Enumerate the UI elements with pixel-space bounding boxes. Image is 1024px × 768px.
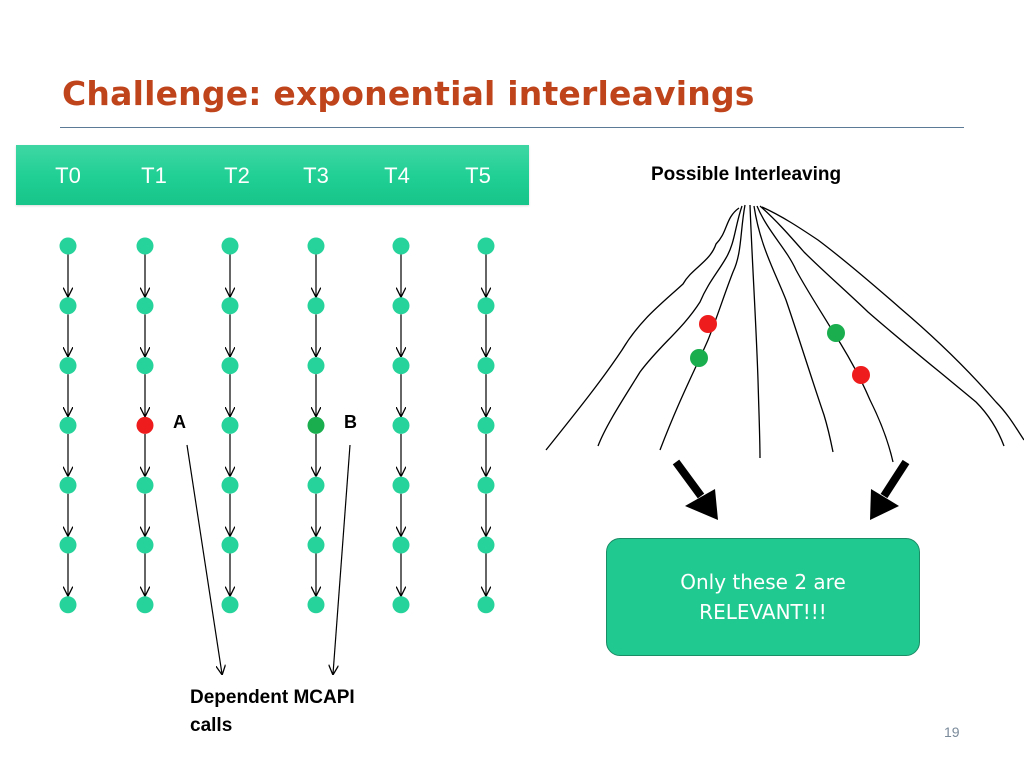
thread-node-t2-6 [221, 596, 239, 614]
thread-node-t5-6 [477, 596, 495, 614]
interleaving-path-2 [597, 205, 743, 447]
thread-node-t1-6 [136, 596, 154, 614]
thread-node-t4-3 [392, 416, 410, 434]
thread-label-t2: T2 [224, 163, 250, 188]
thread-node-t3-4 [307, 476, 325, 494]
interleaving-path-7 [759, 205, 1005, 447]
pointer-line-b [333, 444, 351, 674]
thread-node-t3-5 [307, 536, 325, 554]
event-a-label: A [173, 412, 186, 432]
thread-node-t0-5 [59, 536, 77, 554]
interleaving-path-1 [545, 207, 740, 451]
thread-node-t3-3 [307, 416, 325, 434]
interleaving-path-5 [753, 205, 834, 453]
thread-node-t1-0 [136, 237, 154, 255]
dependent-calls-line1: Dependent MCAPI [190, 687, 355, 708]
thread-node-t1-2 [136, 357, 154, 375]
possible-interleaving-title: Possible Interleaving [651, 164, 842, 185]
relevant-callout: Only these 2 are RELEVANT!!! [606, 538, 920, 656]
thread-label-t3: T3 [303, 163, 329, 188]
thread-node-t4-4 [392, 476, 410, 494]
arrow-down-right [672, 459, 705, 499]
thread-node-t1-5 [136, 536, 154, 554]
thread-header-bar: T0 T1 T2 T3 T4 T5 [16, 145, 529, 205]
pointer-line-a [186, 444, 222, 674]
thread-node-t1-3 [136, 416, 154, 434]
thread-node-t5-2 [477, 357, 495, 375]
interleaving-event-red-right [852, 366, 870, 384]
thread-node-t5-4 [477, 476, 495, 494]
arrow-down-right-head [685, 489, 718, 520]
thread-node-t2-2 [221, 357, 239, 375]
dependent-calls-label: Dependent MCAPI calls [190, 684, 355, 740]
arrow-down-left [880, 459, 910, 499]
thread-label-t5: T5 [465, 163, 491, 188]
thread-node-t2-5 [221, 536, 239, 554]
thread-node-t5-1 [477, 297, 495, 315]
interleaving-event-green-right [827, 324, 845, 342]
arrow-down-left-head [870, 489, 899, 520]
thread-node-t4-5 [392, 536, 410, 554]
thread-node-t3-0 [307, 237, 325, 255]
thread-node-t0-0 [59, 237, 77, 255]
thread-node-t1-4 [136, 476, 154, 494]
interleaving-path-8 [761, 206, 1024, 441]
thread-label-t4: T4 [384, 163, 410, 188]
event-b-label: B [344, 412, 357, 432]
thread-node-t0-1 [59, 297, 77, 315]
thread-node-t4-1 [392, 297, 410, 315]
thread-node-t3-1 [307, 297, 325, 315]
page-number: 19 [944, 724, 960, 740]
interleaving-event-red-left [699, 315, 717, 333]
interleaving-path-3 [659, 204, 746, 451]
thread-node-t3-2 [307, 357, 325, 375]
thread-node-t2-3 [221, 416, 239, 434]
interleaving-path-6 [756, 205, 894, 463]
thread-label-t0: T0 [55, 163, 81, 188]
thread-node-t4-0 [392, 237, 410, 255]
thread-node-t2-0 [221, 237, 239, 255]
thread-node-t3-6 [307, 596, 325, 614]
relevant-callout-line2: RELEVANT!!! [699, 600, 827, 624]
thread-node-t0-2 [59, 357, 77, 375]
dependent-calls-line2: calls [190, 715, 233, 736]
thread-node-t5-3 [477, 416, 495, 434]
thread-node-t0-4 [59, 476, 77, 494]
thread-node-t2-1 [221, 297, 239, 315]
interleaving-path-4 [749, 204, 761, 459]
thread-node-t0-3 [59, 416, 77, 434]
thread-node-t5-5 [477, 536, 495, 554]
thread-node-t5-0 [477, 237, 495, 255]
thread-node-t0-6 [59, 596, 77, 614]
slide-title: Challenge: exponential interleavings [62, 74, 755, 113]
relevant-callout-line1: Only these 2 are [680, 570, 846, 594]
thread-node-t2-4 [221, 476, 239, 494]
thread-node-t1-1 [136, 297, 154, 315]
title-divider [60, 127, 964, 128]
interleaving-event-green-left [690, 349, 708, 367]
thread-node-t4-2 [392, 357, 410, 375]
thread-node-t4-6 [392, 596, 410, 614]
thread-label-t1: T1 [141, 163, 167, 188]
